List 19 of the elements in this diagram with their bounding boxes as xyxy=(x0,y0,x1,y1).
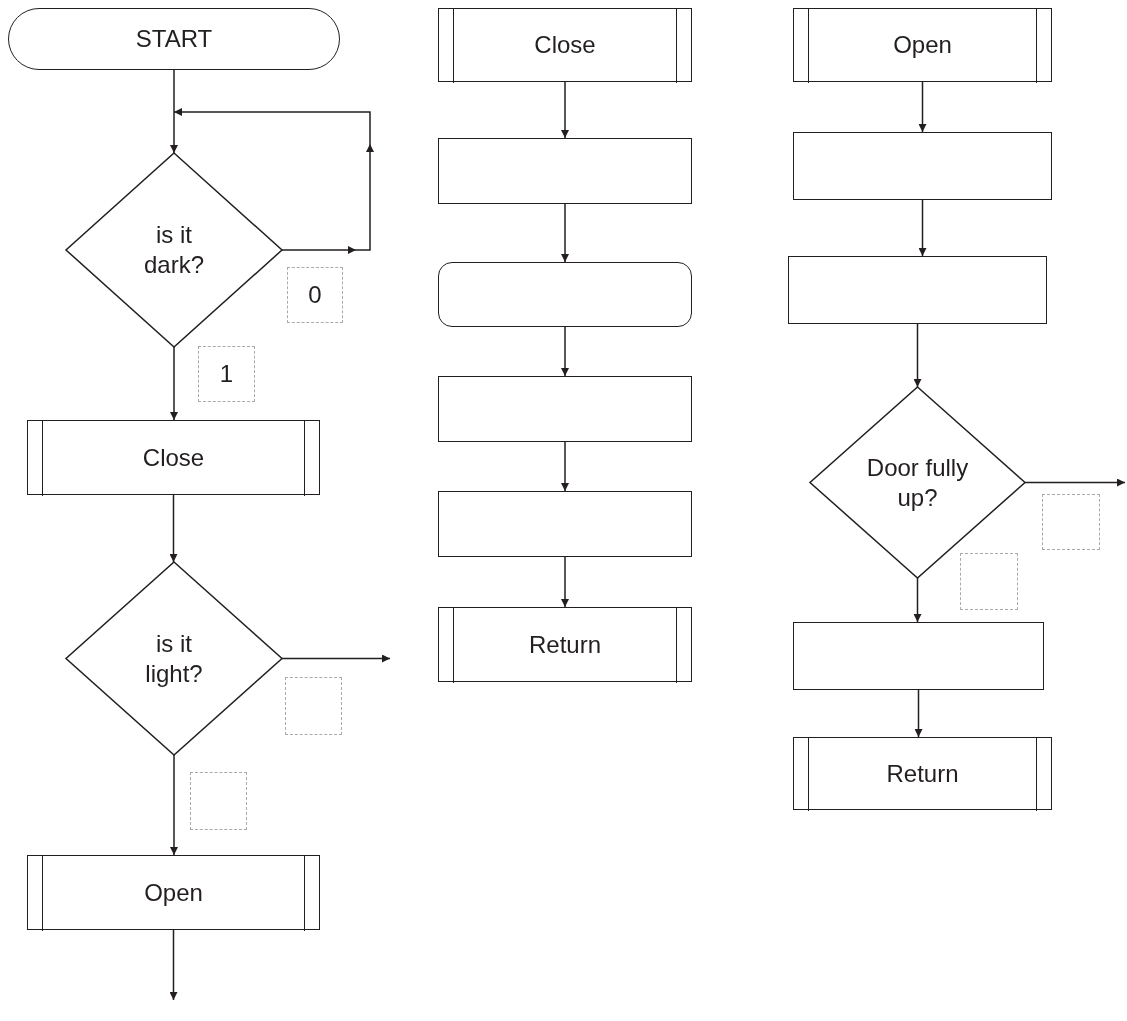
process-box xyxy=(438,491,692,557)
decision-diamond: is it light? xyxy=(66,562,282,755)
subroutine-box: Close xyxy=(27,420,320,495)
process-box xyxy=(793,622,1044,690)
subroutine-box: Return xyxy=(793,737,1052,810)
decision-diamond: is it dark? xyxy=(66,153,282,347)
subroutine-box: Open xyxy=(793,8,1052,82)
rounded-process-box xyxy=(438,262,692,327)
decision-diamond: Door fully up? xyxy=(810,387,1025,578)
process-box xyxy=(438,138,692,204)
process-box xyxy=(793,132,1052,200)
edge-label: 1 xyxy=(198,346,255,402)
subroutine-box: Close xyxy=(438,8,692,82)
process-box xyxy=(438,376,692,442)
subroutine-box: Return xyxy=(438,607,692,682)
terminal-shape: START xyxy=(8,8,340,70)
process-box xyxy=(788,256,1047,324)
edge-label: 0 xyxy=(287,267,343,323)
subroutine-box: Open xyxy=(27,855,320,930)
